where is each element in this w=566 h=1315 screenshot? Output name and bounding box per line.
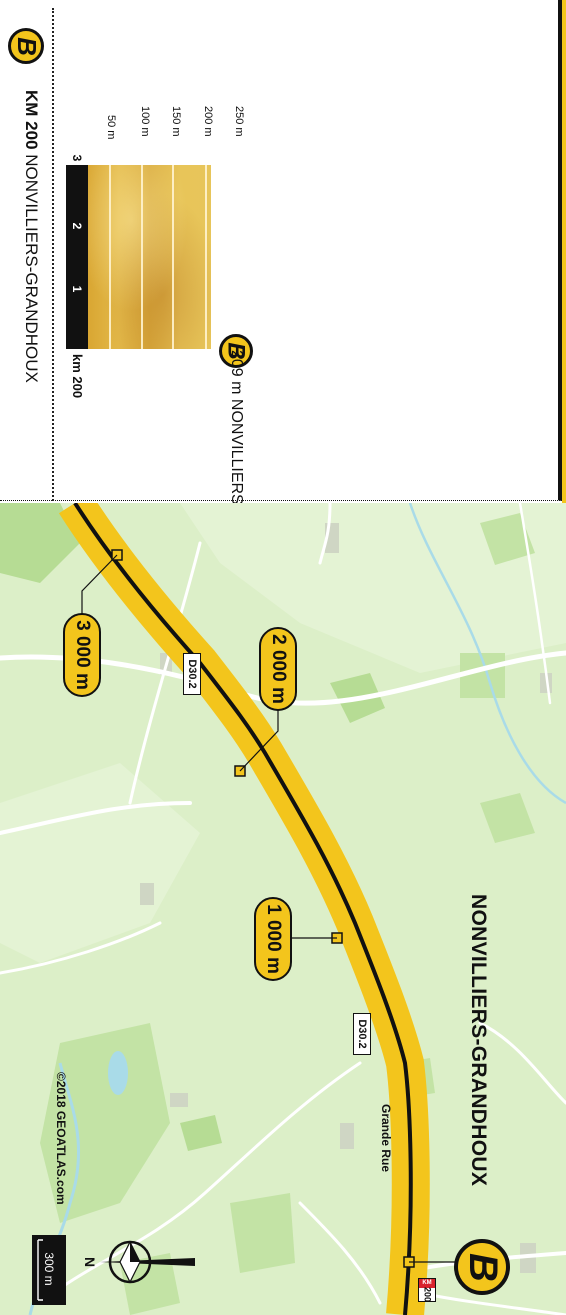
km-distance-bar <box>66 165 88 349</box>
altitude-label-150: 150 m <box>170 106 182 137</box>
scale-bar-label: 300 m <box>42 1252 56 1286</box>
building <box>170 1093 188 1107</box>
profile-header: KM 200 NONVILLIERS-GRANDHOUX <box>16 90 46 383</box>
road <box>0 801 192 835</box>
road <box>318 503 332 565</box>
north-arrow-icon <box>100 1240 195 1284</box>
road <box>418 1291 566 1315</box>
km-heading: KM 200 <box>22 90 41 150</box>
north-label: N <box>82 1256 98 1268</box>
forest-area <box>0 503 80 583</box>
distance-marker-2000m: 2 000 m <box>259 627 297 711</box>
pond <box>108 1051 128 1095</box>
road-shield-d30-2: D30.2 <box>183 653 201 695</box>
road <box>518 503 552 705</box>
elevation-relief-graphic <box>88 165 211 349</box>
road <box>0 921 162 975</box>
km-200-marker: KM 200 <box>418 1278 436 1302</box>
page-edge-stripe <box>562 0 566 560</box>
forest-area <box>230 1193 295 1273</box>
road <box>478 1021 566 1105</box>
km-tick-2: 2 <box>70 222 84 230</box>
elevation-profile-panel: B KM 200 NONVILLIERS-GRANDHOUX 250 m 200… <box>0 0 566 614</box>
leader-line <box>81 554 118 623</box>
town-b-badge: B <box>454 1239 510 1295</box>
road-shield-d30-2: D30.2 <box>353 1013 371 1055</box>
forest-area <box>180 1115 222 1151</box>
route-line <box>73 503 413 1315</box>
road <box>38 1061 362 1305</box>
building <box>140 883 154 905</box>
distance-marker-1000m: 1 000 m <box>254 897 292 981</box>
km-end-label: km 200 <box>70 354 85 399</box>
place-heading: NONVILLIERS-GRANDHOUX <box>22 154 41 383</box>
profile-header-divider <box>52 8 54 501</box>
map-copyright: ©2018 GEOATLAS.com <box>54 1072 68 1205</box>
altitude-label-100: 100 m <box>139 106 151 137</box>
road <box>298 1201 382 1305</box>
checkpoint-b-badge: B <box>8 28 44 64</box>
altitude-label-50: 50 m <box>105 115 117 140</box>
street-label-grande-rue: Grande Rue <box>379 1104 393 1173</box>
distance-marker-3000m: 3 000 m <box>63 613 101 697</box>
km-tick-3: 3 <box>70 154 84 162</box>
forest-area <box>480 793 535 843</box>
stream <box>408 503 566 805</box>
altitude-label-200: 200 m <box>202 106 214 137</box>
forest-area <box>480 513 535 565</box>
town-name-label: NONVILLIERS-GRANDHOUX <box>467 894 490 1187</box>
meadow-area <box>0 763 200 963</box>
km-200-marker-value: 200 <box>422 1286 433 1303</box>
road <box>128 541 202 805</box>
profile-point-b-badge: B <box>219 334 253 368</box>
building <box>340 1123 354 1149</box>
km-200-marker-top: KM <box>419 1279 435 1288</box>
km-tick-1: 1 <box>70 285 84 293</box>
scale-bar-line <box>37 1239 43 1301</box>
forest-area <box>40 1023 170 1223</box>
profile-frame <box>0 0 562 501</box>
altitude-label-250: 250 m <box>233 106 245 137</box>
